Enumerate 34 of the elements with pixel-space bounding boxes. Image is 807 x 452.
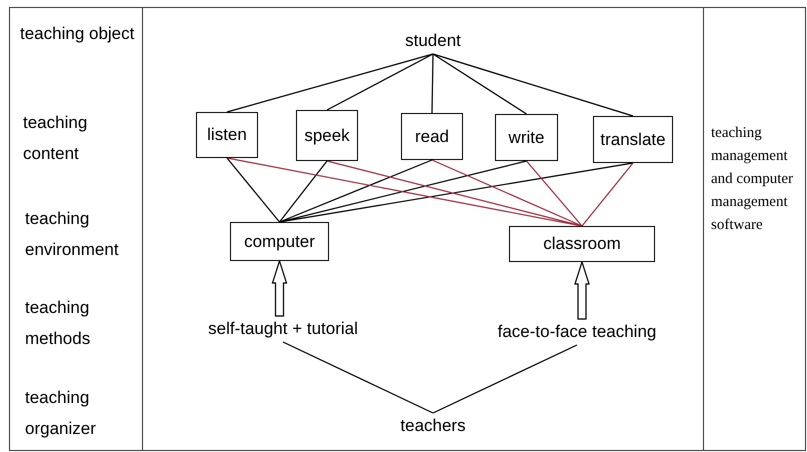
connector-line: [326, 53, 434, 111]
process-box: speek: [296, 110, 358, 161]
connector-line: [226, 158, 280, 222]
connector-line: [279, 159, 432, 223]
node-label: teachers: [388, 413, 478, 439]
connector-line: [432, 53, 634, 117]
node-label: student: [393, 28, 473, 54]
process-box: listen: [196, 112, 258, 158]
process-box: classroom: [509, 226, 655, 262]
connector-line: [432, 54, 527, 114]
connector-line: [282, 341, 434, 414]
connector-line: [431, 54, 434, 114]
connector-line: [526, 160, 582, 226]
connector-line: [279, 160, 328, 222]
row-label: teaching organizer: [25, 387, 97, 440]
connector-line: [279, 162, 634, 223]
connector-line: [432, 344, 578, 414]
hollow-arrow: [272, 259, 288, 317]
connector-line: [582, 162, 634, 226]
row-label: teaching environment: [25, 208, 120, 261]
row-label: teaching content: [23, 112, 88, 165]
row-label: teaching object: [20, 23, 136, 45]
node-label: face-to-face teaching: [477, 319, 677, 345]
connector-line: [226, 53, 434, 113]
process-box: translate: [593, 116, 673, 163]
row-label: teaching methods: [25, 297, 92, 350]
connector-line: [279, 160, 527, 223]
node-label: self-taught + tutorial: [183, 316, 383, 342]
connector-line: [432, 159, 582, 227]
process-box: write: [495, 114, 558, 161]
process-box: read: [401, 113, 463, 160]
hollow-arrow: [574, 260, 590, 320]
row-label: teaching management and computer management software: [711, 124, 794, 235]
process-box: computer: [230, 222, 329, 261]
